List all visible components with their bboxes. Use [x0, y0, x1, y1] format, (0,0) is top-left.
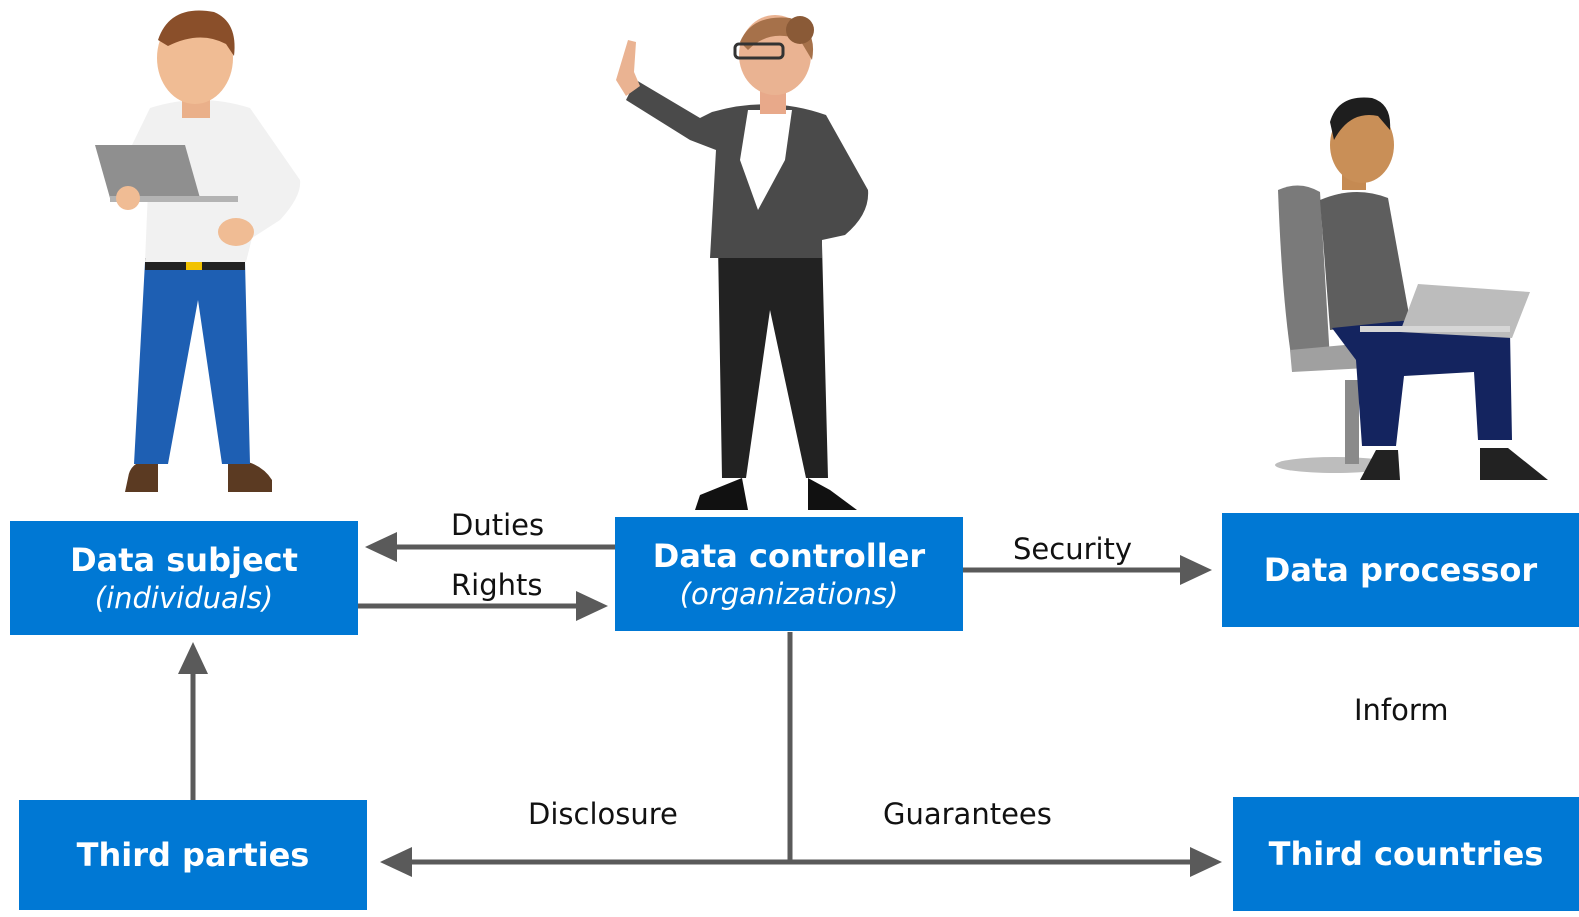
inform-label: Inform [1354, 693, 1449, 727]
woman-presenting-illustration [616, 15, 869, 510]
third-parties-title: Third parties [76, 836, 310, 874]
data-controller-title: Data controller [652, 537, 926, 575]
security-label: Security [1013, 532, 1133, 566]
man-sitting-illustration [1275, 97, 1548, 480]
rights-label: Rights [451, 568, 543, 602]
data-subject-node: Data subject (individuals) [10, 521, 358, 635]
data-controller-node: Data controller (organizations) [615, 517, 963, 631]
third-parties-node: Third parties [19, 800, 367, 910]
data-subject-title: Data subject [70, 541, 298, 579]
data-processor-node: Data processor [1222, 513, 1579, 627]
disclosure-label: Disclosure [528, 797, 678, 831]
third-countries-title: Third countries [1268, 835, 1544, 873]
guarantees-label: Guarantees [883, 797, 1052, 831]
third-parties-arrowhead [178, 642, 208, 674]
rights-arrowhead [576, 591, 608, 621]
guarantees-arrowhead [1190, 847, 1222, 877]
data-controller-subtitle: (organizations) [679, 577, 899, 611]
security-arrowhead [1180, 555, 1212, 585]
third-countries-node: Third countries [1233, 797, 1579, 911]
duties-arrowhead [365, 532, 397, 562]
duties-label: Duties [451, 508, 545, 542]
data-subject-subtitle: (individuals) [94, 581, 274, 615]
data-processor-title: Data processor [1263, 551, 1538, 589]
man-with-laptop-illustration [95, 10, 301, 492]
disclosure-arrowhead [380, 847, 412, 877]
